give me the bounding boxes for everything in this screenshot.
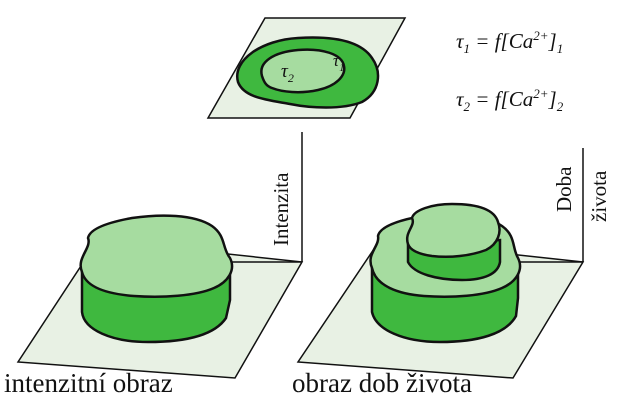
tau2-label: τ2: [281, 61, 294, 85]
caption-intensity-image: intenzitní obraz: [4, 368, 173, 398]
formula-tau1: τ1 = f[Ca2+]1: [456, 28, 564, 57]
lifetime-3d-plot: [296, 148, 585, 379]
caption-lifetime-image: obraz dob života: [292, 368, 472, 398]
intensity-3d-plot: [16, 132, 304, 379]
region-tau2: [260, 48, 346, 94]
tau1-label: τ1: [333, 51, 345, 74]
axis-label-lifetime-1: Doba: [552, 166, 576, 213]
right-block-upper-top: [405, 202, 501, 258]
axis-label-intensity: Intenzita: [269, 172, 293, 246]
left-block-top: [79, 214, 234, 298]
axis-label-lifetime-2: života: [587, 170, 611, 222]
formula-tau2: τ2 = f[Ca2+]2: [456, 86, 564, 115]
top-cell-image: τ2 τ1: [206, 17, 407, 119]
